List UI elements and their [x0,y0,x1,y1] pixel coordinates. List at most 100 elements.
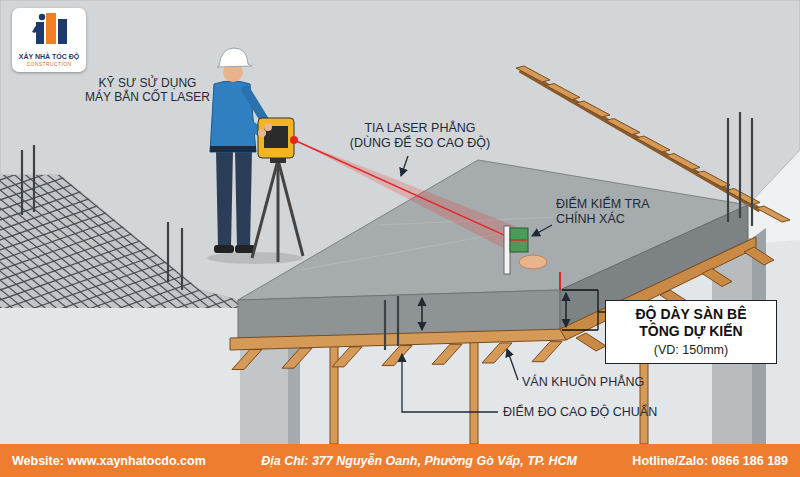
timber-joist [756,206,790,222]
laser-beam [294,140,560,290]
rebar-bar [167,222,169,282]
rebar-mesh [0,218,260,439]
laser-beam [294,140,515,240]
hotline-text: Hotline/Zalo: 0866 186 189 [632,454,788,468]
rebar-mesh [0,236,260,457]
engineer-figure [207,252,303,264]
laser-level-tripod [258,118,294,158]
timber-joist [516,66,550,82]
rebar-bar [751,118,753,226]
rebar-bar [384,300,386,350]
callout-heading: ĐỘ DÀY SÀN BÊ TÔNG DỰ KIẾN [614,306,768,340]
timber-joist [576,101,610,117]
rebar-mesh [0,69,260,164]
rebar-bar [181,228,183,290]
brand-name: XÂY NHÀ TỐC ĐỘ [19,53,80,61]
callout-label: ĐIỂM KIỂM TRA CHÍNH XÁC [556,197,671,227]
formwork-timber [532,342,562,362]
callout-example: (VD: 150mm) [614,343,768,358]
dimension-arrow [598,311,605,312]
timber-joist [696,171,730,187]
check-target [504,226,510,274]
website-text: Website: www.xaynhatocdo.com [12,454,206,468]
timber-prop [330,346,338,444]
rebar-mesh [0,249,260,344]
rebar-bar [727,118,729,222]
dimension-arrow [421,298,422,330]
engineer-figure [210,146,256,152]
laser-beam [294,140,515,254]
leader-line [532,225,552,236]
rebar-bar [21,150,23,215]
rebar-mesh [0,309,260,404]
rebar-mesh [0,299,260,394]
address-text: Địa Chỉ: 377 Nguyễn Oanh, Phường Gò Vấp,… [261,454,577,468]
laser-level-tripod [252,160,278,258]
dimension-arrow [565,293,566,327]
dimension-arrow [562,289,598,290]
rebar-mesh [0,259,260,354]
laser-beam [559,272,561,290]
laser-level-tripod [277,160,280,262]
dimension-callout-box: ĐỘ DÀY SÀN BÊ TÔNG DỰ KIẾN (VD: 150mm) [605,300,777,364]
laser-level-tripod [264,123,272,131]
brand-tagline: CONSTRUCTION [26,61,71,67]
formwork-timber [576,333,606,351]
formwork-timber [282,348,312,368]
check-target [510,228,528,252]
logo-icon [39,14,45,20]
laser-level-tripod [278,160,303,256]
rebar-mesh [0,69,260,477]
laser-level-tripod [258,129,266,137]
beam-label: TIA LASER PHẲNG (DÙNG ĐỂ SO CAO ĐỘ) [346,121,494,151]
logo-icon [32,22,40,33]
timber-joist [546,84,580,100]
formwork-timber [744,247,774,265]
leader-line [401,156,408,176]
engineer-figure [207,48,303,264]
leader-line [402,354,498,412]
rebar-mesh [0,269,260,364]
rebar-mesh [0,289,260,384]
rebar-bar [33,145,35,212]
timber-prop [470,342,478,444]
logo-box: XÂY NHÀ TỐC ĐỘCONSTRUCTION [12,8,86,72]
engineer-figure [216,150,233,248]
timber-joist [606,119,640,135]
rebar-mesh [0,254,260,475]
leader-line [401,156,552,412]
logo-icon [46,13,56,44]
figure-label: KỸ SƯ SỬ DỤNG MÁY BẮN CỐT LASER [80,76,215,105]
rebar-mesh [0,128,260,349]
footer-bar: Website: www.xaynhatocdo.com Địa Chỉ: 377… [0,444,800,477]
rebar-bar [397,296,399,346]
rebar-bar [739,112,741,218]
rebar-mesh [0,245,260,466]
formwork-timber [232,349,262,369]
rebar-mesh [0,137,260,358]
leader-line [507,349,518,380]
engineer-figure [235,245,255,253]
callout-label: VÁN KHUÔN PHẲNG [522,375,644,390]
formwork-timber [432,344,462,364]
dimension-arrow [562,329,598,330]
rebar-mesh [0,239,260,334]
logo-icon [58,19,67,44]
rebar-mesh [0,329,260,424]
formwork-timber [482,343,512,363]
callout-label: ĐIỂM ĐO CAO ĐỘ CHUẨN [503,405,657,420]
laser-level-tripod [252,118,303,262]
engineer-figure [235,150,252,248]
engineer-figure [217,48,252,67]
rebar-mesh [0,279,260,374]
check-target [519,255,547,269]
check-target [504,226,547,274]
formwork-timber [332,347,362,367]
dimension-arrow [422,290,605,330]
timber-joist [636,136,670,152]
formwork-timber [702,269,732,287]
check-target [510,239,528,241]
